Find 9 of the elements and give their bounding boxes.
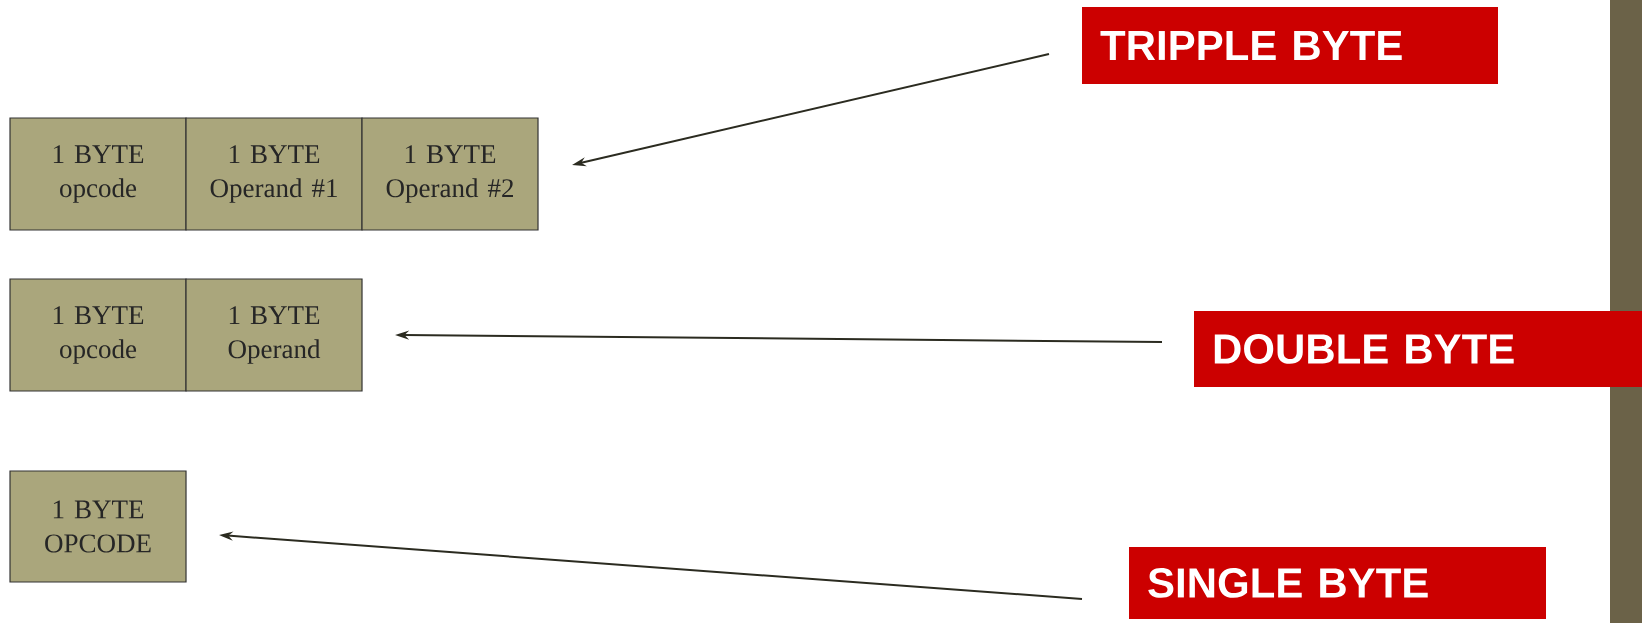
byte-cell: 1 BYTE Operand #1 xyxy=(185,117,363,231)
byte-cell: 1 BYTE opcode xyxy=(9,278,187,392)
label-box: DOUBLE BYTE xyxy=(1194,311,1642,387)
byte-cell: 1 BYTE opcode xyxy=(9,117,187,231)
byte-cell: 1 BYTE Operand xyxy=(185,278,363,392)
byte-cell: 1 BYTE OPCODE xyxy=(9,470,187,583)
label-box: TRIPPLE BYTE xyxy=(1082,7,1498,84)
label-box: SINGLE BYTE xyxy=(1129,547,1546,619)
byte-cell: 1 BYTE Operand #2 xyxy=(361,117,539,231)
